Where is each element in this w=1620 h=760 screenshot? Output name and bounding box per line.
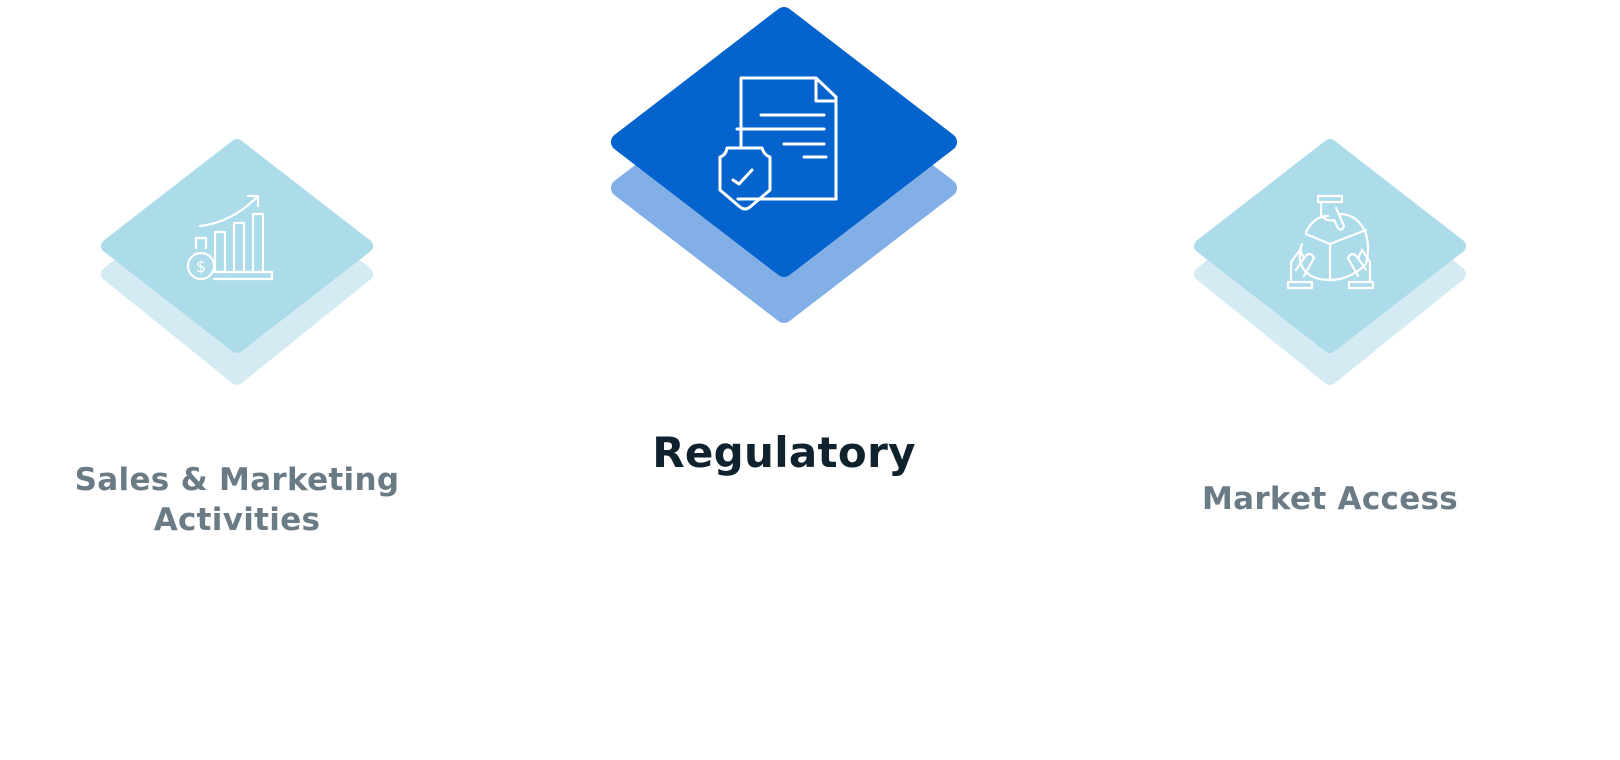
carousel-item-market-access[interactable]: Market Access — [1100, 0, 1580, 560]
diamond-tile — [611, 7, 957, 323]
hands-pie-chart-icon — [1286, 194, 1375, 290]
item-label-line: Sales & Marketing — [74, 462, 400, 498]
svg-text:$: $ — [196, 257, 206, 276]
diamond-tile — [1194, 139, 1466, 385]
document-shield-check-icon — [718, 76, 838, 211]
carousel-item-sales-marketing[interactable]: $ Sales & Marketing Activities — [0, 0, 480, 560]
sales-growth-chart-icon: $ — [186, 194, 274, 281]
carousel-item-regulatory[interactable]: Regulatory — [0, 0, 1620, 560]
item-label: Sales & Marketing Activities — [37, 460, 437, 540]
item-label: Market Access — [1201, 481, 1459, 517]
item-label-line: Activities — [153, 502, 321, 538]
diamond-tile: $ — [101, 139, 373, 385]
item-label: Regulatory — [652, 428, 916, 477]
